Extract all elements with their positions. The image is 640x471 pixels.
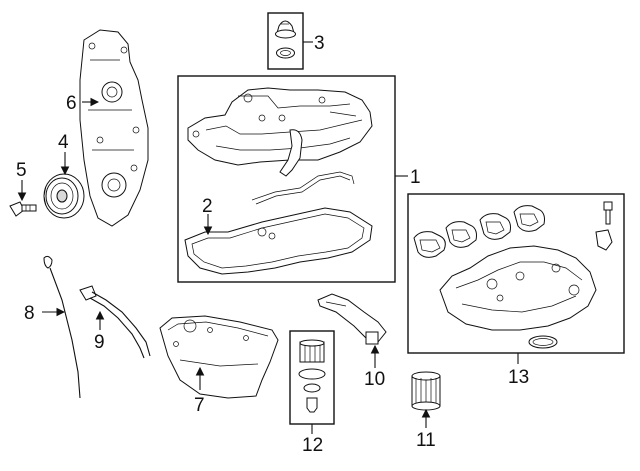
dipstick-tube	[79, 285, 151, 359]
valve-cover-gasket	[184, 207, 373, 275]
intake-manifold	[413, 201, 613, 349]
timing-cover	[79, 29, 149, 227]
leader-lines	[17, 41, 519, 434]
oil-dipstick	[43, 255, 81, 399]
oil-filter-cap	[411, 371, 441, 411]
oil-pan	[159, 315, 279, 399]
valve-cover	[187, 87, 373, 177]
callout-10: 10	[364, 369, 385, 390]
callout-2: 2	[202, 196, 213, 217]
callout-8: 8	[24, 303, 35, 324]
oil-filler-cap	[275, 20, 296, 59]
callout-9: 9	[94, 332, 105, 353]
valve-cover-group-box	[177, 75, 396, 283]
oil-cooler-plate	[317, 293, 387, 345]
oil-filter-element	[298, 339, 326, 413]
intake-manifold-group-box	[407, 193, 625, 354]
callout-7: 7	[194, 395, 205, 416]
callout-4: 4	[58, 132, 69, 153]
oil-cap-box	[267, 12, 304, 70]
callout-13: 13	[508, 367, 529, 388]
callout-1: 1	[410, 167, 421, 188]
callout-11: 11	[416, 430, 436, 451]
callout-6: 6	[66, 93, 77, 114]
callout-3: 3	[314, 33, 325, 54]
cover-seal	[251, 171, 355, 201]
callout-5: 5	[16, 160, 27, 181]
crankshaft-pulley	[43, 173, 85, 219]
pulley-bolt	[9, 201, 37, 217]
callout-12: 12	[302, 435, 323, 456]
